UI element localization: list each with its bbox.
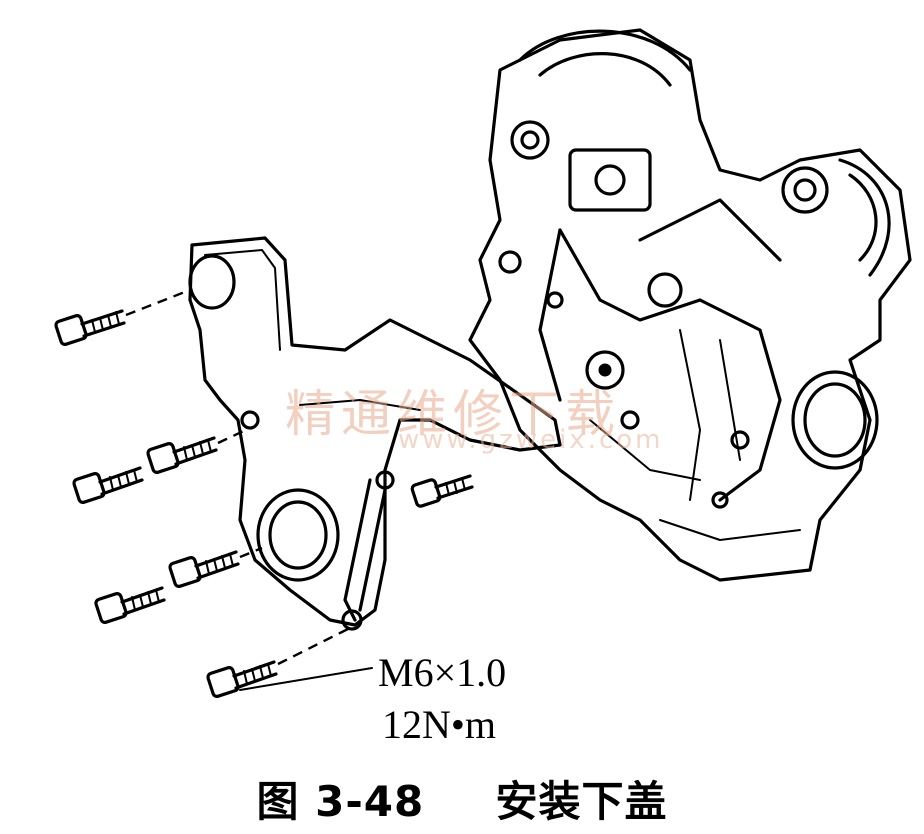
- figure-title: 安装下盖: [495, 777, 668, 826]
- spec-leader-line: [239, 667, 373, 691]
- bolt-group: [54, 288, 474, 698]
- bolt-lower-middle: [168, 546, 263, 588]
- bolt-center: [410, 474, 474, 508]
- bolt-torque-spec: 12N•m: [382, 702, 497, 747]
- engine-block: [468, 28, 912, 582]
- watermark-text: 精通维修下载: [285, 385, 621, 443]
- bolt-upper-middle: [146, 426, 251, 474]
- figure-number: 图 3-48: [256, 777, 425, 826]
- lower-cover-plate: [188, 236, 562, 631]
- engine-illustration: [54, 28, 912, 698]
- watermark-url: www.gzweix.com: [398, 425, 664, 455]
- bolt-left-middle: [72, 466, 144, 504]
- bolt-top: [54, 288, 191, 346]
- bolt-thread-spec: M6×1.0: [378, 650, 507, 695]
- figure-caption: 图 3-48 安装下盖: [0, 768, 924, 829]
- bolt-bottom: [206, 626, 351, 698]
- bolt-left-lower: [94, 586, 166, 624]
